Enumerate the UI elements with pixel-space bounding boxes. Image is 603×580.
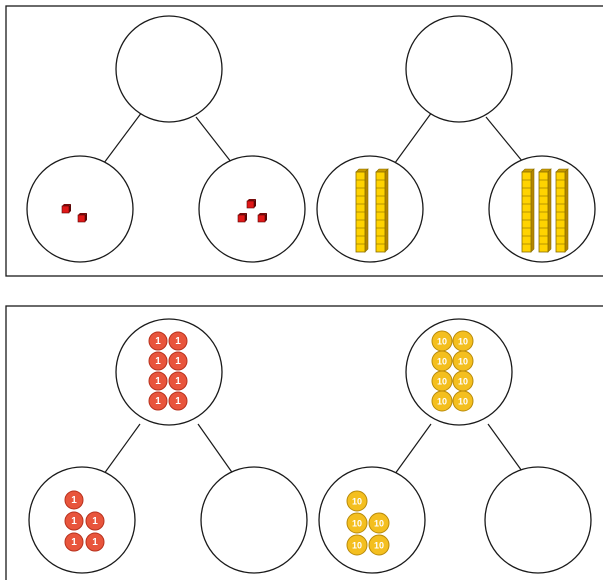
branch-line <box>487 423 528 479</box>
part-circle-ten-rods <box>316 155 424 263</box>
branch-line <box>485 116 528 168</box>
counter-label: 10 <box>374 541 384 551</box>
counter-label: 1 <box>155 396 161 407</box>
counter-label: 1 <box>175 376 181 387</box>
counter-label: 1 <box>71 495 77 506</box>
ones-counter-icon: 1 <box>85 511 105 531</box>
ten-rod-group <box>355 168 389 253</box>
tens-counter-icon: 10 <box>346 534 368 556</box>
ones-counter-icon: 1 <box>168 371 188 391</box>
branch-line <box>100 111 143 168</box>
branch-line <box>195 116 236 168</box>
branch-line <box>391 423 432 479</box>
tens-counter-icon: 10 <box>452 390 474 412</box>
whole-circle-empty[interactable] <box>115 15 223 123</box>
unit-cube-icon <box>246 198 257 209</box>
ones-counter-icon: 1 <box>148 371 168 391</box>
tens-counter-icon: 10 <box>346 512 368 534</box>
counter-label: 10 <box>374 519 384 529</box>
unit-cube-icon <box>237 212 248 223</box>
part-circle-unit-cubes <box>26 155 134 263</box>
unit-cube-icon <box>61 203 72 214</box>
part-circle-empty[interactable] <box>484 466 592 574</box>
tens-counter-icon: 10 <box>431 330 453 352</box>
tens-counter-icon: 10 <box>431 350 453 372</box>
counter-label: 10 <box>437 377 447 387</box>
counter-label: 1 <box>71 516 77 527</box>
ones-counter-icon: 1 <box>148 331 168 351</box>
counter-label: 10 <box>352 497 362 507</box>
counter-label: 10 <box>352 519 362 529</box>
tens-counter-group: 10 10 10 10 10 10 10 10 <box>431 330 474 412</box>
tens-counter-icon: 10 <box>368 512 390 534</box>
tens-counter-group: 10 10 10 10 10 <box>346 490 390 556</box>
part-circle-empty[interactable] <box>200 466 308 574</box>
branch-line <box>391 111 433 168</box>
branch-line <box>197 423 237 479</box>
counter-label: 1 <box>155 356 161 367</box>
whole-circle-empty[interactable] <box>405 15 513 123</box>
whole-circle-counters <box>115 318 223 426</box>
counter-label: 1 <box>155 336 161 347</box>
counter-label: 10 <box>437 337 447 347</box>
ten-rod-icon <box>355 168 369 253</box>
counter-label: 1 <box>92 516 98 527</box>
blocks-panel <box>5 5 603 277</box>
ones-counter-icon: 1 <box>64 490 84 510</box>
ones-counter-icon: 1 <box>148 391 168 411</box>
part-circle-unit-cubes <box>198 155 306 263</box>
counter-label: 10 <box>458 337 468 347</box>
unit-cube-icon <box>77 212 88 223</box>
ten-rod-icon <box>538 168 552 253</box>
counter-label: 1 <box>175 396 181 407</box>
ones-counter-icon: 1 <box>168 351 188 371</box>
ones-counter-icon: 1 <box>64 532 84 552</box>
tens-counter-icon: 10 <box>368 534 390 556</box>
counter-label: 10 <box>458 357 468 367</box>
branch-line <box>100 423 141 479</box>
ones-counter-group: 1 1 1 1 1 <box>64 490 105 552</box>
ten-rod-group <box>521 168 569 253</box>
ten-rod-icon <box>375 168 389 253</box>
ones-counter-icon: 1 <box>64 511 84 531</box>
ones-counter-group: 1 1 1 1 1 1 1 1 <box>148 331 188 411</box>
counter-label: 10 <box>458 377 468 387</box>
counter-label: 1 <box>155 376 161 387</box>
counter-label: 1 <box>71 537 77 548</box>
ones-counter-icon: 1 <box>168 331 188 351</box>
ten-rod-icon <box>555 168 569 253</box>
tens-counter-icon: 10 <box>431 390 453 412</box>
ones-counter-icon: 1 <box>85 532 105 552</box>
counter-label: 10 <box>437 397 447 407</box>
tens-counter-icon: 10 <box>452 350 474 372</box>
tens-counter-icon: 10 <box>452 330 474 352</box>
unit-cube-icon <box>257 212 268 223</box>
counter-label: 10 <box>437 357 447 367</box>
counter-label: 1 <box>92 537 98 548</box>
counter-label: 10 <box>352 541 362 551</box>
counter-label: 10 <box>458 397 468 407</box>
ones-counter-icon: 1 <box>148 351 168 371</box>
counter-label: 1 <box>175 336 181 347</box>
ones-counter-icon: 1 <box>168 391 188 411</box>
tens-counter-icon: 10 <box>431 370 453 392</box>
tens-counter-icon: 10 <box>346 490 368 512</box>
tens-counter-icon: 10 <box>452 370 474 392</box>
ten-rod-icon <box>521 168 535 253</box>
counter-label: 1 <box>175 356 181 367</box>
